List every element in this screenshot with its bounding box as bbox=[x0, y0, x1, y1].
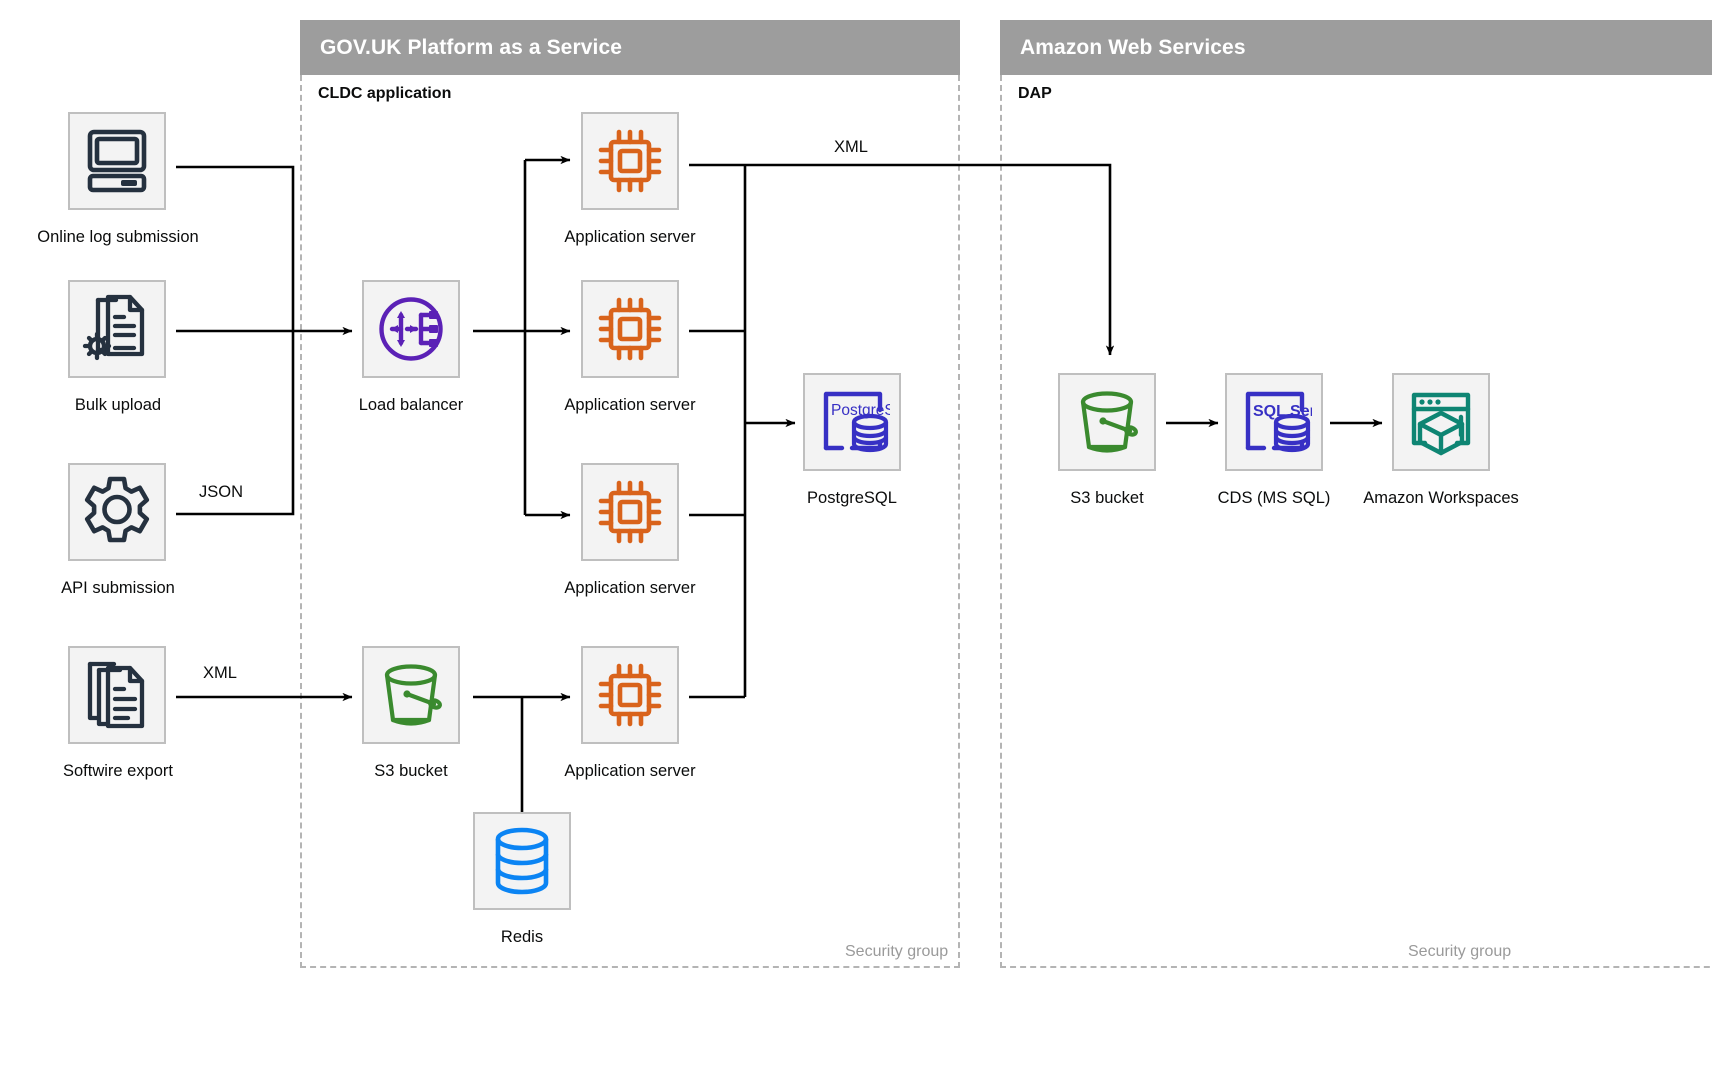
node-app-server-3[interactable] bbox=[581, 463, 679, 561]
bucket-icon bbox=[1070, 385, 1144, 459]
node-bulk-upload[interactable] bbox=[68, 280, 166, 378]
edge-app1-xml-to-s3aws bbox=[689, 163, 1115, 356]
node-label-app-server-4: Application server bbox=[564, 762, 696, 780]
node-label-postgresql: PostgreSQL bbox=[807, 489, 897, 507]
node-label-cds-ms-sql: CDS (MS SQL) bbox=[1217, 489, 1331, 507]
node-online-log-submission[interactable] bbox=[68, 112, 166, 210]
node-label-s3-bucket-aws: S3 bucket bbox=[1070, 489, 1144, 507]
group-box-paas bbox=[300, 75, 960, 968]
node-label-app-server-2: Application server bbox=[564, 396, 696, 414]
node-s3-bucket-aws[interactable] bbox=[1058, 373, 1156, 471]
cpu-chip-icon bbox=[594, 293, 666, 365]
edge-api-to-bus bbox=[176, 331, 295, 516]
edge-online-to-bus bbox=[176, 165, 295, 331]
node-app-server-4[interactable] bbox=[581, 646, 679, 744]
node-redis[interactable] bbox=[473, 812, 571, 910]
cpu-chip-icon bbox=[594, 125, 666, 197]
node-label-app-server-3: Application server bbox=[564, 579, 696, 597]
node-app-server-1[interactable] bbox=[581, 112, 679, 210]
node-s3-bucket-paas[interactable] bbox=[362, 646, 460, 744]
desktop-computer-icon bbox=[80, 124, 154, 198]
edge-label-json: JSON bbox=[199, 483, 244, 501]
postgresql-icon: PostgreSQL bbox=[814, 386, 890, 458]
node-amazon-workspaces[interactable] bbox=[1392, 373, 1490, 471]
cpu-chip-icon bbox=[594, 659, 666, 731]
security-group-label-paas: Security group bbox=[845, 943, 949, 960]
node-label-app-server-1: Application server bbox=[564, 228, 696, 246]
sql-server-icon: SQL Server bbox=[1236, 386, 1312, 458]
gear-icon bbox=[80, 475, 154, 549]
document-gear-icon bbox=[80, 292, 154, 366]
group-header-aws: Amazon Web Services bbox=[1000, 20, 1712, 75]
node-label-online-log-submission: Online log submission bbox=[37, 228, 199, 246]
node-app-server-2[interactable] bbox=[581, 280, 679, 378]
bucket-icon bbox=[374, 658, 448, 732]
edge-label-xml-dap: XML bbox=[834, 138, 868, 156]
group-sublabel-cldc: CLDC application bbox=[318, 85, 452, 102]
node-load-balancer[interactable] bbox=[362, 280, 460, 378]
node-label-s3-bucket-paas: S3 bucket bbox=[374, 762, 448, 780]
workspaces-window-cube-icon bbox=[1404, 385, 1478, 459]
node-label-redis: Redis bbox=[500, 928, 544, 946]
node-label-softwire-export: Softwire export bbox=[62, 762, 174, 780]
group-title-aws: Amazon Web Services bbox=[1020, 35, 1246, 59]
database-cylinder-icon bbox=[490, 826, 554, 896]
node-softwire-export[interactable] bbox=[68, 646, 166, 744]
stacked-documents-icon bbox=[80, 658, 154, 732]
node-label-load-balancer: Load balancer bbox=[358, 396, 464, 414]
security-group-label-aws: Security group bbox=[1408, 943, 1512, 960]
node-label-api-submission: API submission bbox=[61, 579, 175, 597]
group-box-aws bbox=[1000, 75, 1712, 968]
node-api-submission[interactable] bbox=[68, 463, 166, 561]
load-balancer-icon bbox=[373, 291, 449, 367]
cpu-chip-icon bbox=[594, 476, 666, 548]
node-label-amazon-workspaces: Amazon Workspaces bbox=[1363, 489, 1519, 507]
node-postgresql[interactable]: PostgreSQL bbox=[803, 373, 901, 471]
node-cds-ms-sql[interactable]: SQL Server bbox=[1225, 373, 1323, 471]
edge-label-xml-softwire: XML bbox=[203, 664, 237, 682]
group-title-paas: GOV.UK Platform as a Service bbox=[320, 35, 622, 59]
node-label-bulk-upload: Bulk upload bbox=[74, 396, 162, 414]
group-sublabel-dap: DAP bbox=[1018, 85, 1052, 102]
group-header-paas: GOV.UK Platform as a Service bbox=[300, 20, 960, 75]
